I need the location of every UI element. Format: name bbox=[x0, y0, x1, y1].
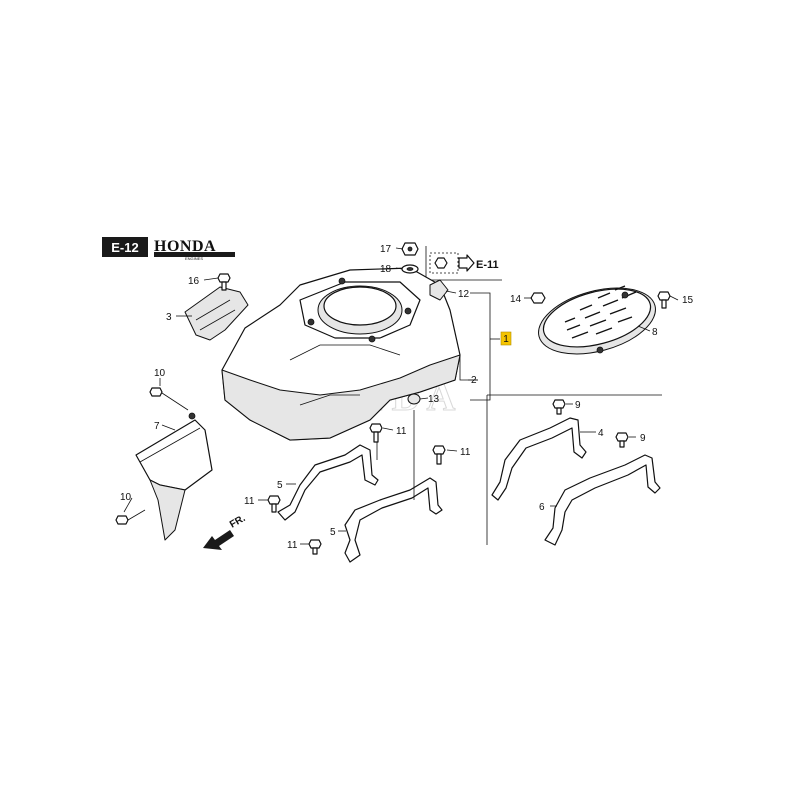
callout-4: 4 bbox=[598, 428, 604, 439]
bolt-10-lower bbox=[115, 509, 146, 525]
section-code: E-12 bbox=[111, 240, 138, 255]
fan-cover-shroud bbox=[221, 267, 461, 441]
section-badge bbox=[102, 237, 148, 257]
callout-16: 16 bbox=[188, 276, 200, 287]
arrow-right-icon bbox=[458, 254, 475, 272]
callout-8: 8 bbox=[652, 327, 658, 338]
honda-logo: HONDA ENGINES bbox=[154, 238, 235, 261]
washer-18 bbox=[401, 264, 419, 274]
bolt-15 bbox=[657, 291, 671, 309]
bolt-10-upper bbox=[149, 387, 189, 411]
callout-9-lower: 9 bbox=[640, 433, 646, 444]
callout-2: 2 bbox=[471, 375, 477, 386]
callout-3: 3 bbox=[166, 312, 172, 323]
group-divider bbox=[486, 394, 662, 545]
callout-number: 1 bbox=[503, 334, 509, 345]
bolt-11-b bbox=[432, 445, 446, 465]
callout-5-upper: 5 bbox=[277, 480, 283, 491]
callout-12: 12 bbox=[458, 289, 470, 300]
section-header: E-12 HONDA ENGINES bbox=[102, 237, 235, 261]
callout-15: 15 bbox=[682, 295, 694, 306]
brand-subtitle: ENGINES bbox=[185, 256, 203, 261]
callout-5-lower: 5 bbox=[330, 527, 336, 538]
strap-5-upper bbox=[277, 444, 379, 521]
strap-5-lower bbox=[344, 477, 443, 563]
callout-1: 1 bbox=[470, 292, 512, 401]
callout-10-upper: 10 bbox=[154, 368, 166, 379]
callout-13: 13 bbox=[428, 394, 440, 405]
highlight-box bbox=[500, 331, 512, 346]
bolt-9-upper bbox=[552, 399, 566, 415]
arrow-front-icon bbox=[203, 530, 234, 550]
grommet-13 bbox=[407, 393, 421, 405]
callout-9-upper: 9 bbox=[575, 400, 581, 411]
bolt-11-d bbox=[308, 539, 322, 555]
nut-14 bbox=[530, 292, 546, 304]
bolt-11-c bbox=[267, 495, 281, 513]
bolt-16 bbox=[217, 273, 231, 291]
strap-4 bbox=[491, 417, 587, 501]
brand-underline bbox=[154, 252, 235, 257]
callout-11-b: 11 bbox=[460, 447, 471, 458]
bolt-9-lower bbox=[615, 432, 629, 448]
reference-box: E-11 bbox=[425, 246, 502, 281]
callout-11-a: 11 bbox=[396, 426, 407, 437]
callout-14: 14 bbox=[510, 294, 522, 305]
callout-numbers: 2 3 4 5 5 6 7 8 9 9 10 10 11 11 11 11 12… bbox=[120, 244, 694, 551]
callout-10-lower: 10 bbox=[120, 492, 132, 503]
part-7-guard bbox=[135, 412, 213, 541]
part-3-bracket bbox=[184, 286, 249, 341]
callout-18: 18 bbox=[380, 264, 392, 275]
strap-6 bbox=[544, 454, 661, 546]
callout-17: 17 bbox=[380, 244, 392, 255]
direction-label: FR. bbox=[228, 513, 248, 531]
front-direction-indicator: FR. bbox=[203, 513, 248, 550]
clip-12 bbox=[429, 279, 449, 301]
brand-name: HONDA bbox=[154, 238, 216, 255]
bolt-11-a bbox=[369, 423, 383, 443]
nut-17 bbox=[401, 242, 419, 256]
callout-11-d: 11 bbox=[287, 540, 298, 551]
reference-label: E-11 bbox=[476, 259, 499, 271]
callout-6: 6 bbox=[539, 502, 545, 513]
callout-7: 7 bbox=[154, 421, 160, 432]
callout-11-c: 11 bbox=[244, 496, 255, 507]
nut-icon bbox=[434, 257, 448, 269]
part-8-screen bbox=[538, 285, 656, 355]
leader-lines bbox=[123, 247, 679, 545]
